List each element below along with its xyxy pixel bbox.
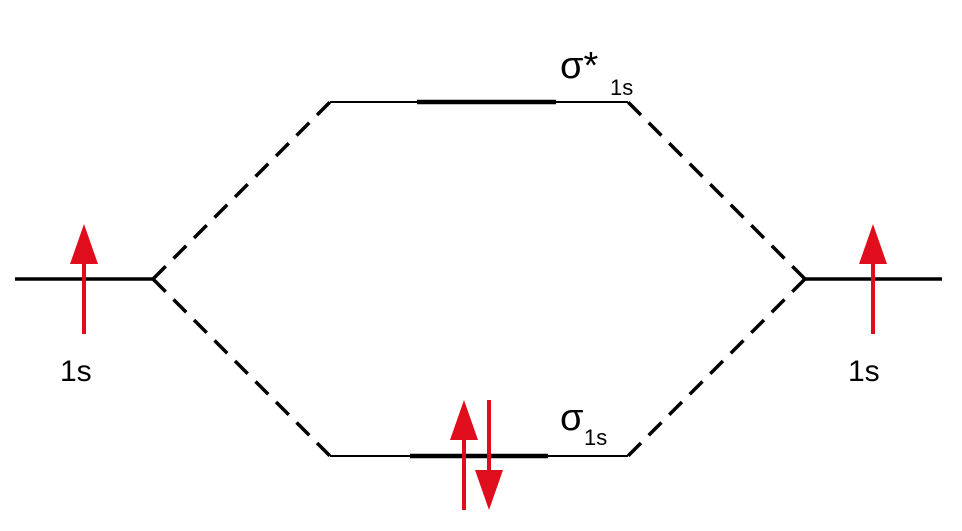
right-to-antibonding-line — [626, 100, 807, 281]
left-1s-electron-up-arrow — [70, 224, 98, 334]
sigma-star-subscript-label: 1s — [610, 75, 633, 100]
right-1s-electron-up-arrow — [859, 224, 887, 334]
left-1s-label: 1s — [60, 355, 92, 388]
sigma-symbol-label: σ — [560, 397, 583, 439]
sigma-star-symbol-label: σ* — [560, 45, 598, 87]
right-1s-label: 1s — [848, 355, 880, 388]
correlation-lines — [151, 100, 807, 458]
right-to-bonding-line — [626, 277, 807, 458]
left-to-antibonding-line — [151, 100, 332, 281]
left-to-bonding-line — [151, 277, 332, 458]
sigma-electron-up-arrow — [450, 400, 478, 510]
sigma-electron-down-arrow — [475, 400, 503, 510]
sigma-subscript-label: 1s — [584, 425, 607, 450]
